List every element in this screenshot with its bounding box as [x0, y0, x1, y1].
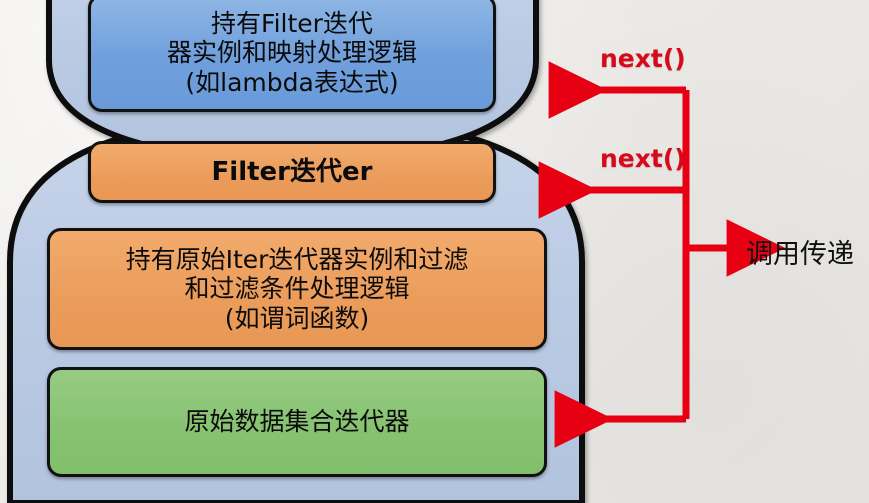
node-filter-title[interactable]: Filter迭代er: [88, 141, 496, 203]
annotation-call-pass: 调用传递: [746, 239, 854, 270]
annotation-next-call-2: next(): [600, 144, 686, 173]
node-map-iterator-label: 持有Filter迭代 器实例和映射处理逻辑 (如lambda表达式): [166, 8, 417, 97]
node-source-iterator-label: 原始数据集合迭代器: [184, 407, 410, 437]
node-filter-body[interactable]: 持有原始Iter迭代器实例和过滤 和过滤条件处理逻辑 (如谓词函数): [47, 228, 547, 350]
arrow-network: [538, 61, 786, 448]
node-source-iterator[interactable]: 原始数据集合迭代器: [47, 367, 547, 477]
node-filter-body-label: 持有原始Iter迭代器实例和过滤 和过滤条件处理逻辑 (如谓词函数): [125, 244, 469, 333]
node-map-iterator[interactable]: 持有Filter迭代 器实例和映射处理逻辑 (如lambda表达式): [88, 0, 496, 112]
annotation-next-call-1: next(): [600, 44, 686, 73]
node-filter-title-label: Filter迭代er: [211, 156, 373, 187]
